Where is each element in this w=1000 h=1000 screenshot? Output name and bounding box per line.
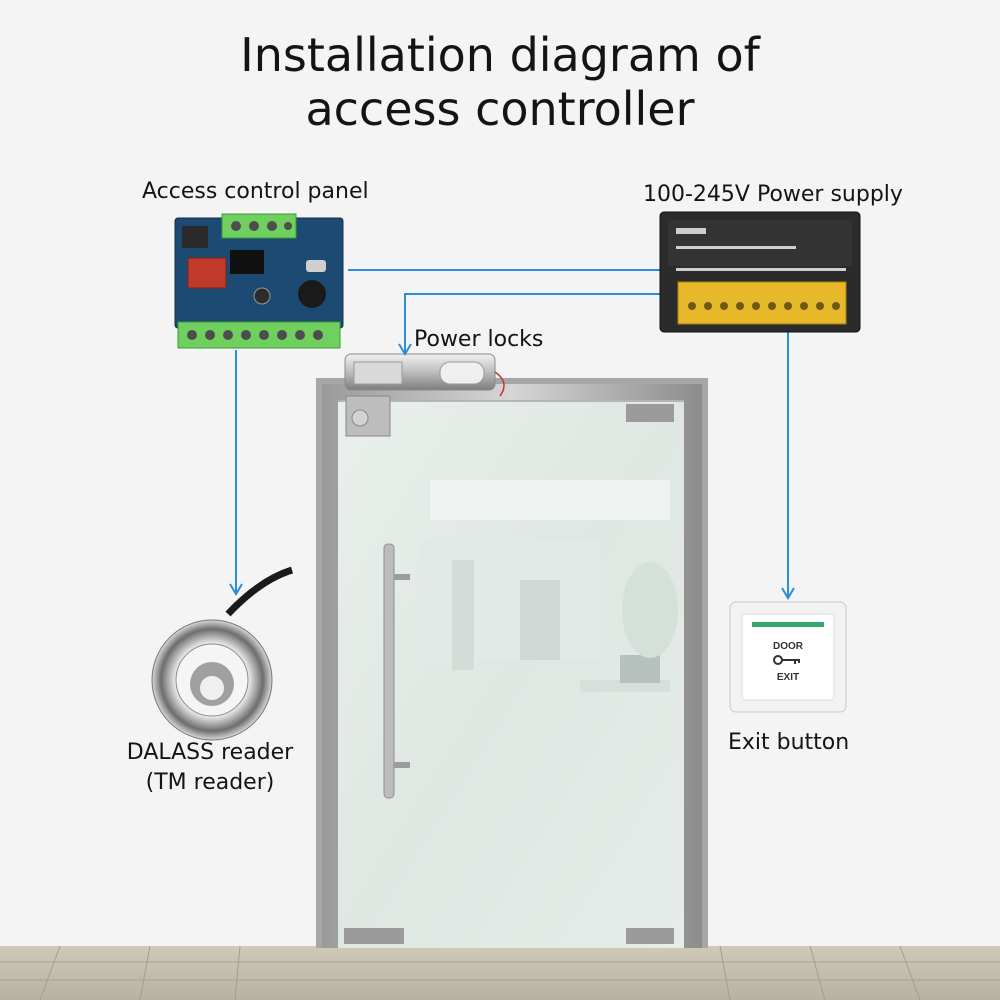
exit-button-exit-text: EXIT [777,672,799,683]
dalass-reader-label-line-1: DALASS reader [126,740,294,765]
power-lock [344,353,505,437]
wire-supply-to-lock [404,293,660,352]
access-control-panel [174,213,344,349]
key-icon [773,655,800,665]
title-line-2: access controller [305,82,695,136]
wiring [235,269,789,596]
exit-button-door-text: DOOR [773,641,804,652]
power-supply [659,211,861,333]
access-control-panel-label: Access control panel [142,179,369,204]
dalass-reader-label-line-2: (TM reader) [145,770,275,795]
wire-end-arrows [229,343,795,600]
dalass-reader-label: DALASS reader (TM reader) [110,738,310,798]
exit-button-label: Exit button [728,730,850,755]
title-line-1: Installation diagram of [240,28,760,82]
door-frame [316,378,708,948]
exit-button: DOOR EXIT [729,601,847,713]
dalass-reader [151,566,294,741]
floor [0,945,1000,1000]
power-locks-label: Power locks [414,327,544,352]
page-title: Installation diagram of access controlle… [0,28,1000,136]
power-supply-label: 100-245V Power supply [643,182,903,207]
